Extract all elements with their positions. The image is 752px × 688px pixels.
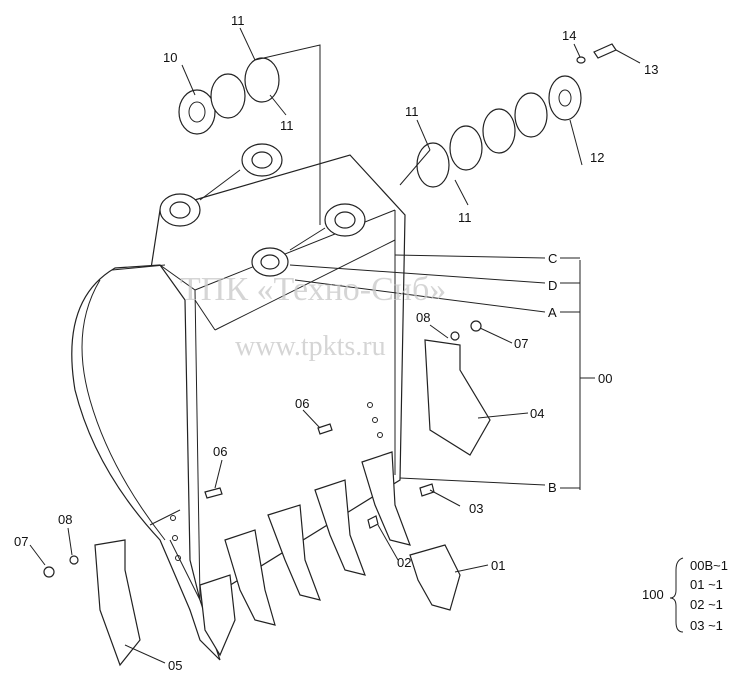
callout-labels: 11 10 11 11 11 14 13 12 C D A 00 B 08 07… [14,13,658,673]
callout-00: 00 [598,371,612,386]
callout-11-right-top: 11 [405,104,419,119]
bucket-teeth [199,451,461,657]
callout-08-left: 08 [58,512,72,527]
kit-row-2: 01 ~1 [690,577,723,592]
callout-07-right: 07 [514,336,528,351]
callout-11-left: 11 [280,118,294,133]
kit-row-1: 00B~1 [690,558,728,573]
callout-B: B [548,480,557,495]
callout-06-left: 06 [213,444,227,459]
kit-table: 100 00B~1 01 ~1 02 ~1 03 ~1 [642,558,728,633]
leader-lines [29,27,684,664]
watermark: ТПК «Техно-Сиб» www.tpkts.ru [180,271,446,362]
callout-04: 04 [530,406,544,421]
callout-01: 01 [491,558,505,573]
callout-14: 14 [562,28,576,43]
callout-10: 10 [163,50,177,65]
callout-C: C [548,251,557,266]
watermark-company: ТПК «Техно-Сиб» [180,271,446,308]
callout-12: 12 [590,150,604,165]
callout-08-right: 08 [416,310,430,325]
side-cutters [94,339,491,667]
callout-05: 05 [168,658,182,673]
shim-stack-right [416,75,582,188]
shim-stack-left [178,57,280,135]
callout-07-left: 07 [14,534,28,549]
watermark-url: www.tpkts.ru [235,331,386,362]
callout-13: 13 [644,62,658,77]
kit-row-3: 02 ~1 [690,597,723,612]
kit-row-4: 03 ~1 [690,618,723,633]
kit-assembly-number: 100 [642,587,664,602]
callout-06-center: 06 [295,396,309,411]
callout-02: 02 [397,555,411,570]
callout-A: A [548,305,557,320]
hardware [43,43,617,578]
callout-11-top: 11 [231,13,245,28]
callout-03: 03 [469,501,483,516]
callout-D: D [548,278,557,293]
callout-11-right-bottom: 11 [458,210,472,225]
